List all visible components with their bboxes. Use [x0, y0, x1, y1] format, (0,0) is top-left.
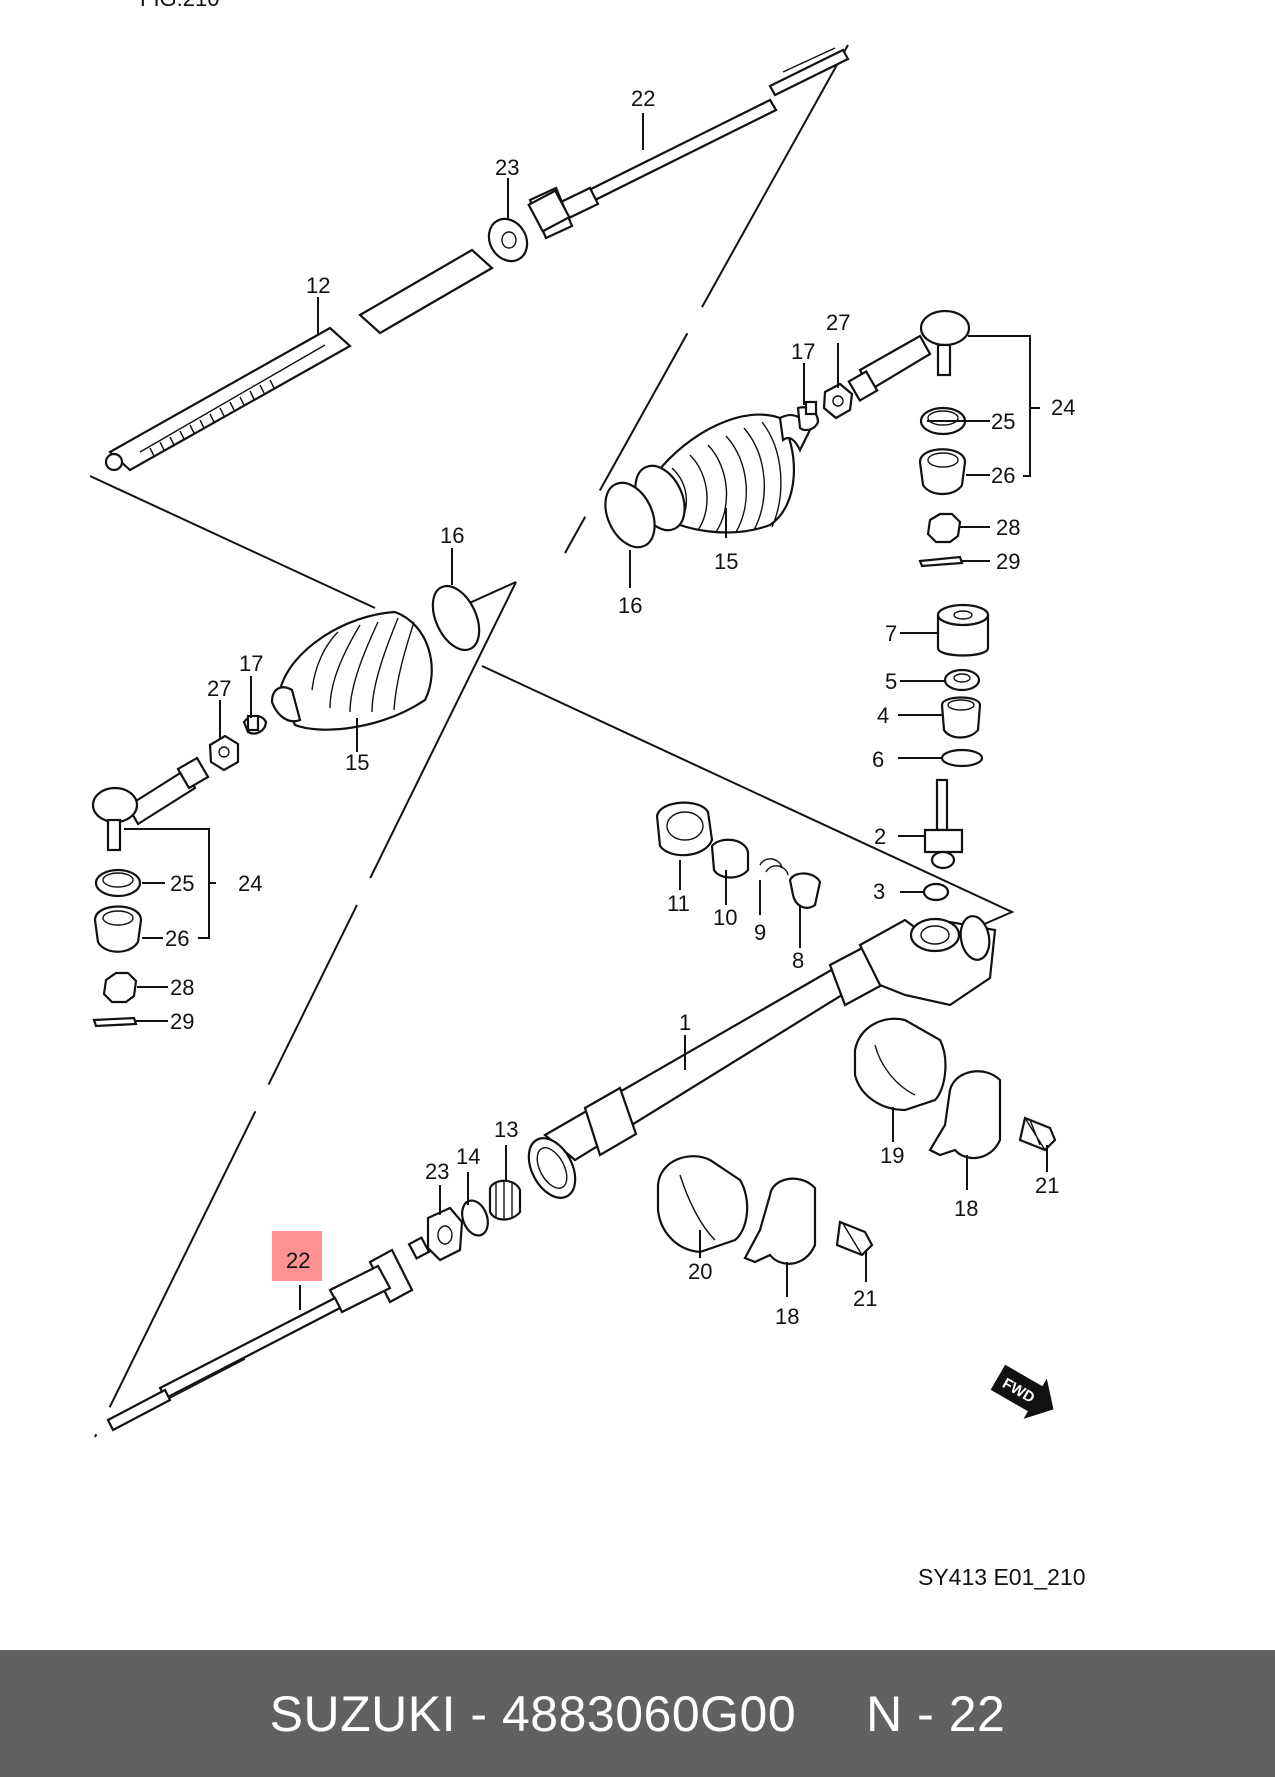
left-boot	[270, 610, 433, 731]
label-13: 13	[494, 1117, 518, 1142]
label-1: 1	[679, 1010, 691, 1035]
label-14: 14	[456, 1144, 480, 1169]
pinion-stack	[922, 603, 990, 902]
label-12: 12	[306, 273, 330, 298]
left-boot-clamp	[431, 584, 481, 652]
label-8: 8	[792, 948, 804, 973]
label-24-right: 24	[1051, 395, 1075, 420]
label-28-left: 28	[170, 975, 194, 1000]
label-11: 11	[667, 891, 690, 916]
label-5: 5	[885, 669, 897, 694]
left-seal-parts	[92, 868, 143, 1028]
parts-diagram-area: FIG.210	[89, 0, 1086, 1590]
mount-bushing-right	[853, 1017, 947, 1112]
label-19: 19	[880, 1143, 904, 1168]
label-15-right: 15	[714, 549, 738, 574]
mount-bushing-left	[656, 1155, 749, 1254]
label-4: 4	[877, 703, 889, 728]
label-3: 3	[873, 879, 885, 904]
right-boot	[634, 413, 812, 534]
label-23-top: 23	[495, 155, 519, 180]
rack-housing	[527, 915, 997, 1199]
label-29-left: 29	[170, 1009, 194, 1034]
label-17-right: 17	[791, 339, 815, 364]
label-23-bottom: 23	[425, 1159, 449, 1184]
figure-caption-partial: FIG.210	[140, 0, 219, 11]
label-24-left: 24	[238, 871, 262, 896]
label-22-bottom[interactable]: 22	[286, 1248, 310, 1273]
brand-name: SUZUKI	[269, 1685, 457, 1742]
left-nut	[208, 734, 240, 772]
steering-rack-exploded-diagram: FIG.210	[89, 0, 1086, 1590]
label-18-bottom: 18	[775, 1304, 799, 1329]
right-nut	[822, 382, 854, 420]
mount-bolt-right	[1018, 1116, 1057, 1152]
callout-labels: 22 23 12 27 17 24 25 26 28 29 15 16 16 1…	[165, 86, 1075, 1329]
highlight-box-22	[272, 1231, 322, 1281]
label-10: 10	[713, 905, 737, 930]
label-16-left: 16	[440, 523, 464, 548]
mount-clamp-right	[928, 1070, 1002, 1160]
label-25-left: 25	[170, 871, 194, 896]
label-27-left: 27	[207, 676, 231, 701]
lower-lock-washer	[426, 1206, 464, 1262]
left-band	[242, 714, 268, 735]
upper-lock-washer	[487, 217, 529, 263]
brand-separator: -	[470, 1685, 488, 1742]
label-18-right: 18	[954, 1196, 978, 1221]
label-17-left: 17	[239, 651, 263, 676]
o-ring	[461, 1199, 489, 1237]
right-band	[796, 400, 820, 432]
right-boot-clamp	[604, 481, 656, 549]
label-28-right: 28	[996, 515, 1020, 540]
label-29-right: 29	[996, 549, 1020, 574]
leader-lines	[136, 113, 1048, 1310]
adjuster-parts	[655, 801, 822, 909]
label-22-top: 22	[631, 86, 655, 111]
label-16-right: 16	[618, 593, 642, 618]
guide-lines	[89, 44, 1015, 1438]
upper-inner-tie-rod	[527, 47, 850, 240]
left-tie-rod-end	[91, 756, 210, 852]
label-2: 2	[874, 824, 886, 849]
drawing-code: SY413 E01_210	[918, 1564, 1086, 1590]
rack-bushing	[488, 1179, 522, 1221]
label-7: 7	[885, 621, 897, 646]
footer-bar: SUZUKI - 4883060G00 N - 22	[0, 1650, 1275, 1777]
label-21-bottom: 21	[853, 1286, 877, 1311]
label-6: 6	[872, 747, 884, 772]
part-number: 4883060G00	[501, 1685, 797, 1742]
bracket-24-right	[968, 335, 1031, 477]
fwd-arrow-icon: FWD	[990, 1364, 1054, 1419]
right-seal-parts	[918, 406, 967, 568]
label-26-right: 26	[991, 463, 1015, 488]
right-tie-rod-end	[847, 309, 971, 403]
label-25-right: 25	[991, 409, 1015, 434]
label-26-left: 26	[165, 926, 189, 951]
label-27-right: 27	[826, 310, 850, 335]
label-9: 9	[754, 920, 766, 945]
label-15-left: 15	[345, 750, 369, 775]
mount-clamp-left	[743, 1177, 817, 1265]
rack-bar	[104, 248, 494, 472]
label-21-right: 21	[1035, 1173, 1059, 1198]
lower-inner-tie-rod[interactable]	[106, 1236, 431, 1432]
reference-number: N - 22	[866, 1685, 1006, 1742]
label-20: 20	[688, 1259, 712, 1284]
